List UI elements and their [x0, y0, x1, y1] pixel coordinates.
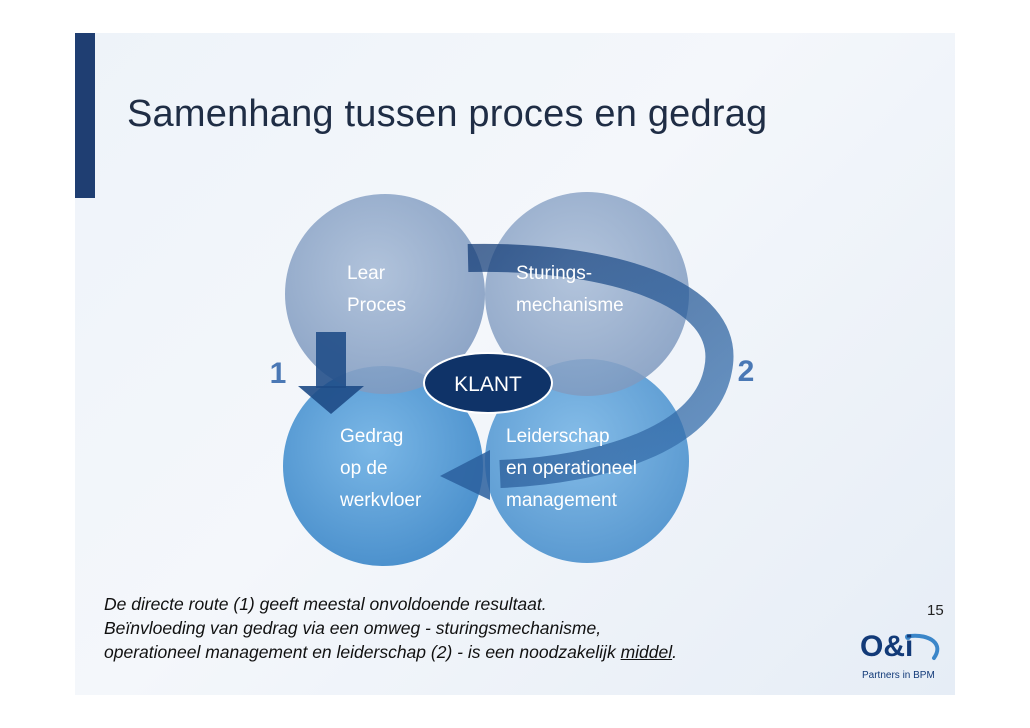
caption-line-1: De directe route (1) geeft meestal onvol…	[104, 594, 547, 614]
lear-proces-line-2: Proces	[347, 295, 406, 316]
caption-line-2: Beïnvloeding van gedrag via een omweg - …	[104, 618, 602, 638]
page-number: 15	[927, 602, 944, 619]
route-1-arrowhead	[298, 386, 364, 414]
sturings-line-2: mechanisme	[516, 295, 624, 316]
caption-line-3-prefix: operationeel management en leiderschap (…	[104, 642, 621, 662]
logo-tagline: Partners in BPM	[862, 670, 935, 681]
logo-swoosh-icon	[905, 633, 940, 660]
route-1-arrow-shaft	[316, 332, 346, 388]
gedrag-line-1: Gedrag	[340, 426, 403, 447]
route-2-arrowhead	[440, 450, 490, 500]
center-klant-ellipse	[423, 352, 553, 414]
leiderschap-line-2: en operationeel	[506, 458, 637, 479]
title-accent-bar	[75, 33, 95, 198]
slide-title: Samenhang tussen proces en gedrag	[127, 93, 768, 135]
leiderschap-line-1: Leiderschap	[506, 426, 610, 447]
gedrag-line-3: werkvloer	[339, 490, 422, 511]
route-2-curved-arrow	[467, 243, 734, 488]
gedrag-line-2: op de	[340, 458, 388, 479]
caption-line-3: operationeel management en leiderschap (…	[104, 640, 844, 664]
route-1-label: 1	[270, 357, 287, 390]
logo-mark: O&i	[860, 630, 914, 663]
slide-caption: De directe route (1) geeft meestal onvol…	[104, 592, 844, 664]
center-klant-label: KLANT	[454, 373, 522, 396]
leiderschap-line-3: management	[506, 490, 618, 511]
company-logo: O&i Partners in BPM	[848, 628, 948, 688]
circle-sturingsmechanisme	[485, 192, 689, 396]
caption-line-3-suffix: .	[672, 642, 677, 662]
caption-emphasis: middel	[620, 642, 673, 662]
route-2-label: 2	[738, 355, 755, 388]
sturings-line-1: Sturings-	[516, 263, 592, 284]
lear-proces-line-1: Lear	[347, 263, 386, 284]
circle-gedrag	[283, 366, 483, 566]
